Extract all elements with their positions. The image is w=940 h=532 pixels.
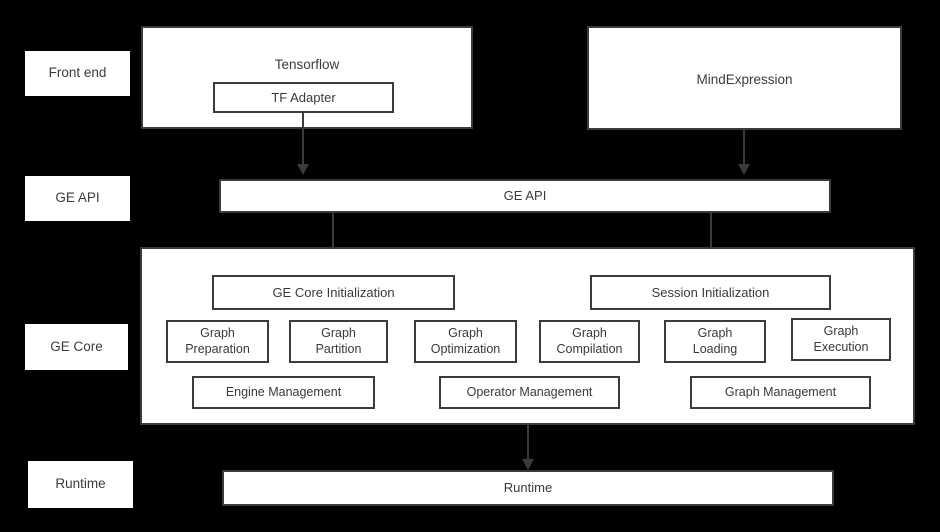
stage-label-ge-core: GE Core bbox=[25, 324, 128, 370]
graph-preparation-label: Graph Preparation bbox=[185, 326, 250, 356]
graph-preparation-box[interactable]: Graph Preparation bbox=[166, 320, 269, 363]
engine-management-box[interactable]: Engine Management bbox=[192, 376, 375, 409]
stage-label-ge-api: GE API bbox=[25, 176, 130, 221]
connector-mindexpression-to-geapi bbox=[743, 130, 745, 167]
stage-label-text: Front end bbox=[48, 65, 107, 81]
runtime-bar[interactable]: Runtime bbox=[222, 470, 834, 506]
graph-optimization-label: Graph Optimization bbox=[430, 326, 501, 356]
graph-management-box[interactable]: Graph Management bbox=[690, 376, 871, 409]
graph-partition-box[interactable]: Graph Partition bbox=[289, 320, 388, 363]
stage-label-front-end: Front end bbox=[25, 51, 130, 96]
graph-partition-label: Graph Partition bbox=[315, 326, 362, 356]
mindexpression-frame: MindExpression bbox=[587, 26, 902, 130]
stage-label-runtime: Runtime bbox=[28, 461, 133, 508]
stage-label-text: Runtime bbox=[55, 476, 106, 492]
ge-core-initialization-label: GE Core Initialization bbox=[272, 284, 395, 300]
tf-adapter-label: TF Adapter bbox=[271, 89, 336, 105]
connector-tfadapter-to-geapi bbox=[302, 113, 304, 167]
graph-compilation-label: Graph Compilation bbox=[556, 326, 623, 356]
graph-compilation-box[interactable]: Graph Compilation bbox=[539, 320, 640, 363]
ge-api-label: GE API bbox=[503, 188, 547, 204]
stage-label-text: GE API bbox=[55, 190, 100, 206]
runtime-label: Runtime bbox=[503, 480, 553, 496]
session-initialization-label: Session Initialization bbox=[651, 284, 770, 300]
mindexpression-title: MindExpression bbox=[696, 72, 793, 87]
connector-geapi-to-sessioninit bbox=[710, 213, 712, 263]
tensorflow-frame: Tensorflow bbox=[141, 26, 473, 129]
ge-core-initialization-box[interactable]: GE Core Initialization bbox=[212, 275, 455, 310]
arrowhead-mindexpression-to-geapi bbox=[738, 164, 750, 175]
arrowhead-tfadapter-to-geapi bbox=[297, 164, 309, 175]
arrowhead-gecore-to-runtime bbox=[522, 459, 534, 470]
tf-adapter-box[interactable]: TF Adapter bbox=[213, 82, 394, 113]
operator-management-label: Operator Management bbox=[466, 384, 593, 399]
ge-api-bar[interactable]: GE API bbox=[219, 179, 831, 213]
graph-execution-label: Graph Execution bbox=[813, 324, 869, 354]
stage-label-text: GE Core bbox=[50, 338, 103, 354]
graph-management-label: Graph Management bbox=[724, 384, 837, 399]
session-initialization-box[interactable]: Session Initialization bbox=[590, 275, 831, 310]
engine-management-label: Engine Management bbox=[225, 384, 342, 399]
operator-management-box[interactable]: Operator Management bbox=[439, 376, 620, 409]
graph-loading-label: Graph Loading bbox=[692, 326, 738, 356]
connector-geapi-to-gecoreinit bbox=[332, 213, 334, 263]
graph-optimization-box[interactable]: Graph Optimization bbox=[414, 320, 517, 363]
graph-loading-box[interactable]: Graph Loading bbox=[664, 320, 766, 363]
connector-gecore-to-runtime bbox=[527, 425, 529, 462]
tensorflow-title: Tensorflow bbox=[274, 57, 340, 72]
graph-execution-box[interactable]: Graph Execution bbox=[791, 318, 891, 361]
